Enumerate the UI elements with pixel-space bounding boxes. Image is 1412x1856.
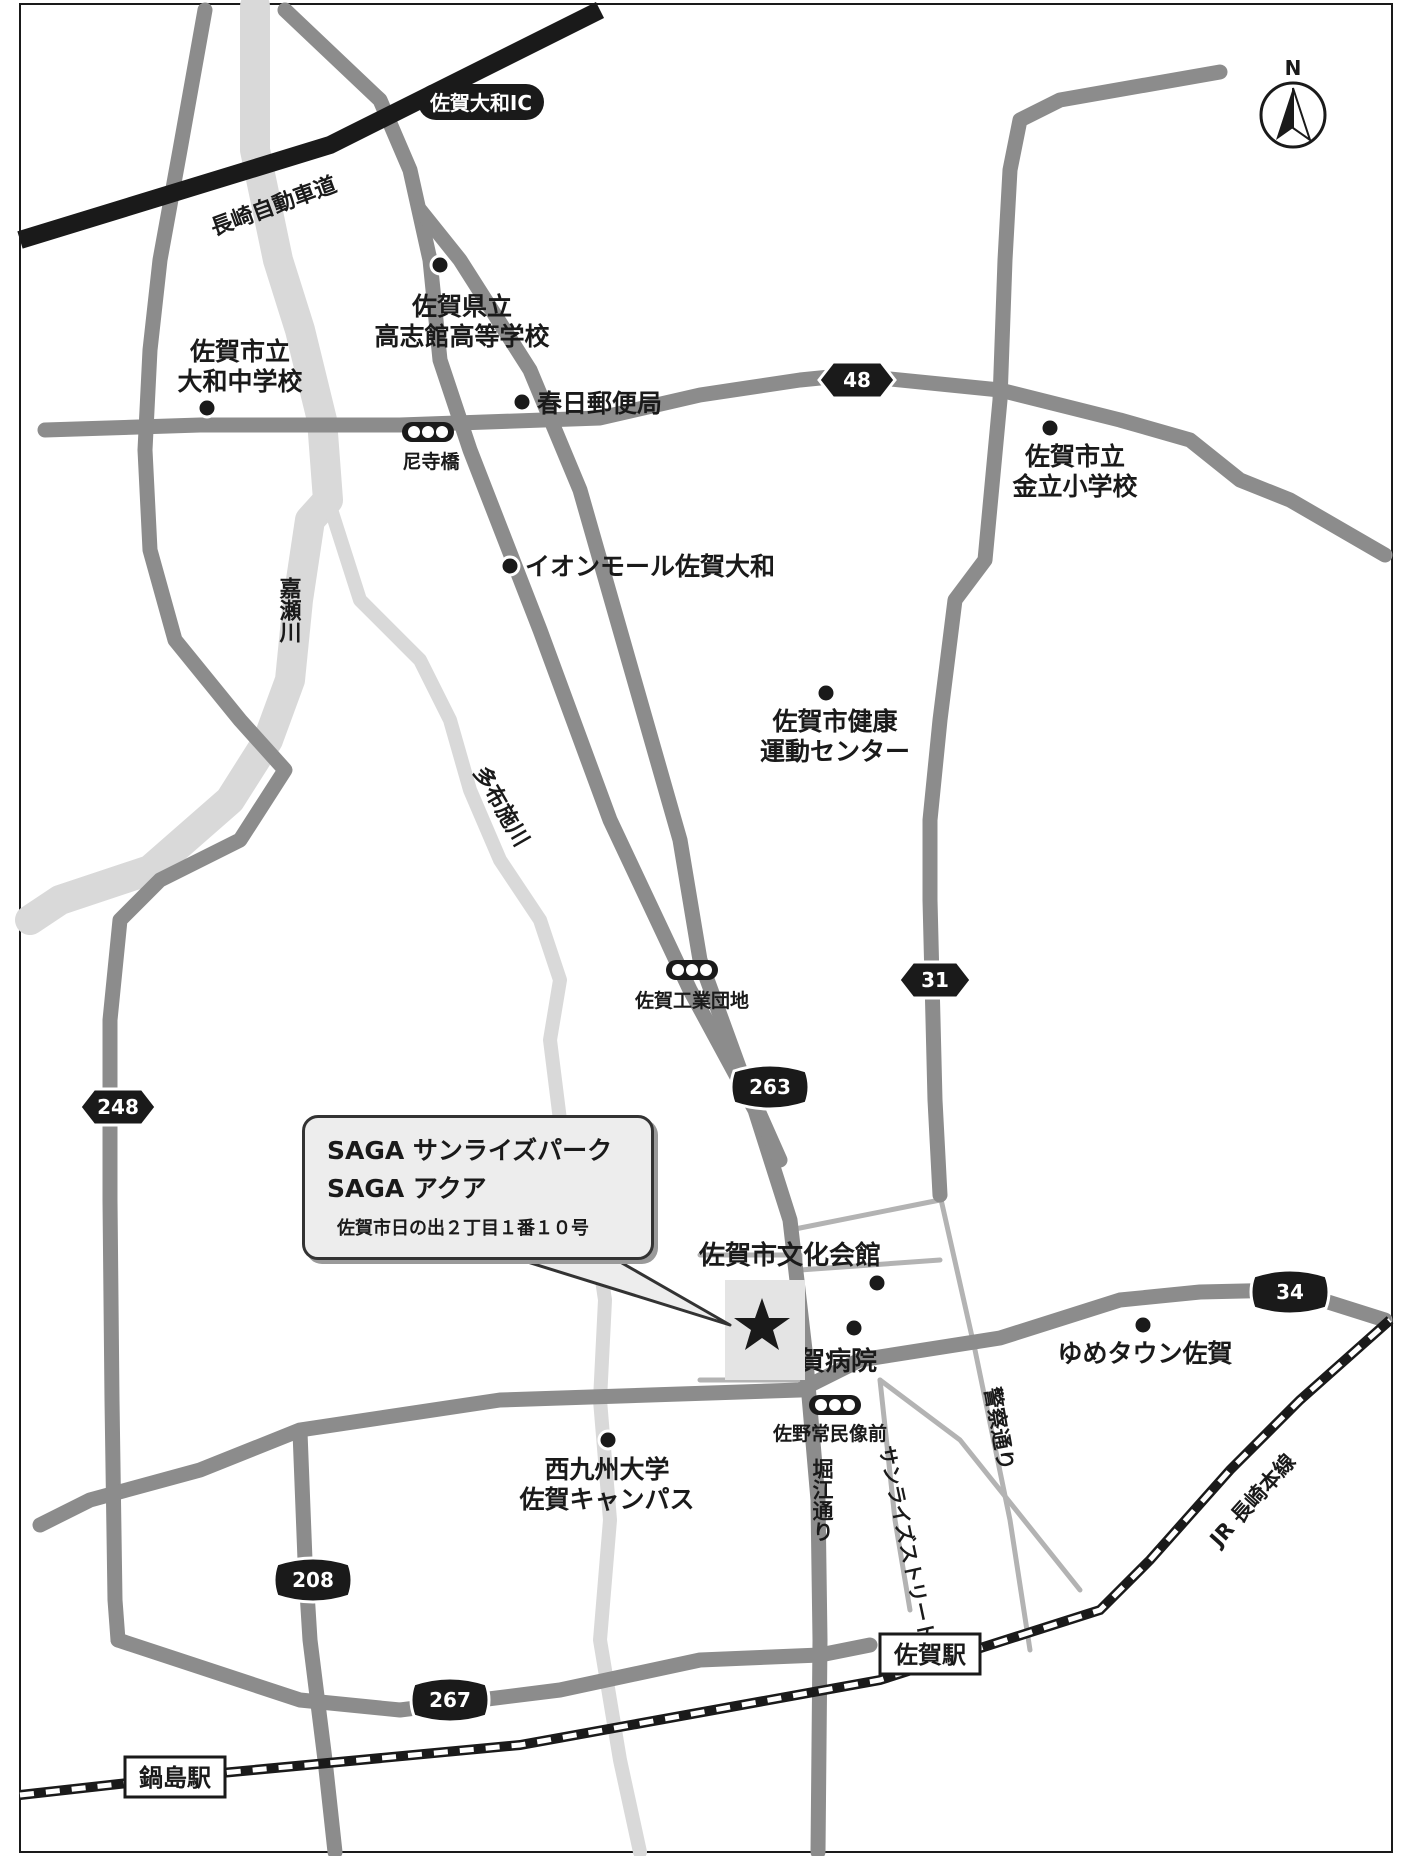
poi-dot <box>196 397 218 419</box>
river-kase-label: 嘉瀬川 <box>276 577 303 643</box>
poi-nishikyushu-univ-line2: 佐賀キャンパス <box>518 1485 694 1514</box>
tafuse-river <box>321 493 647 1856</box>
railway-jr-nagasaki-line <box>19 1316 1394 1800</box>
signal-kogyo-danchi: 佐賀工業団地 <box>634 989 749 1012</box>
destination-star-icon <box>734 1298 790 1350</box>
route-badge-31: 31 <box>897 960 973 1000</box>
interchange-label: 佐賀大和IC <box>429 91 532 115</box>
route-badge-263: 263 <box>729 1063 811 1111</box>
route-badge-208: 208 <box>272 1556 354 1604</box>
poi-koshikan: 佐賀県立高志館高等学校 <box>374 292 550 351</box>
poi-nishikyushu-univ: 西九州大学佐賀キャンパス <box>518 1455 694 1514</box>
poi-dot <box>866 1272 888 1294</box>
poi-health-center-line1: 佐賀市健康 <box>771 707 898 736</box>
signal-amaderabashi: 尼寺橋 <box>402 450 460 473</box>
poi-yamato-jhs: 佐賀市立大和中学校 <box>177 337 303 396</box>
poi-youme-town: ゆめタウン佐賀 <box>1057 1339 1232 1368</box>
poi-kanatate-es-line2: 金立小学校 <box>1011 472 1138 501</box>
poi-kasuga-post: 春日郵便局 <box>537 389 662 418</box>
north-compass: N <box>1259 56 1327 149</box>
poi-nishikyushu-univ-line1: 西九州大学 <box>544 1455 669 1484</box>
poi-dot <box>597 1429 619 1451</box>
station-nabeshima-label: 鍋島駅 <box>139 1764 211 1792</box>
svg-text:48: 48 <box>843 368 871 392</box>
poi-health-center: 佐賀市健康運動センター <box>760 707 910 766</box>
callout-address: 佐賀市日の出２丁目１番１０号 <box>337 1218 589 1239</box>
rivers <box>15 0 647 1856</box>
callout-line2: SAGA アクア <box>327 1174 487 1203</box>
traffic-signal-icon <box>809 1395 861 1415</box>
map-frame <box>19 3 1393 1853</box>
poi-yamato-jhs-line1: 佐賀市立 <box>189 337 290 366</box>
svg-text:263: 263 <box>749 1075 791 1099</box>
poi-dot <box>499 555 521 577</box>
callout-line1: SAGA サンライズパーク <box>327 1136 613 1165</box>
route-267 <box>110 1632 878 1718</box>
road-central <box>412 202 788 1168</box>
traffic-signal-icon <box>402 422 454 442</box>
route-badge-34: 34 <box>1249 1268 1331 1316</box>
svg-text:248: 248 <box>97 1095 139 1119</box>
poi-dot <box>1039 417 1061 439</box>
road-main-ew <box>32 1352 868 1533</box>
sunrise-street <box>877 1377 913 1613</box>
poi-aeon: イオンモール佐賀大和 <box>525 552 775 581</box>
street-horie-label: 堀江通り <box>810 1458 834 1542</box>
interchange-badge: 佐賀大和IC <box>418 84 544 120</box>
road-west-north <box>277 2 828 1856</box>
route-31 <box>922 64 1228 1203</box>
route-badge-48: 48 <box>817 360 897 400</box>
compass-label: N <box>1285 56 1302 80</box>
svg-text:208: 208 <box>292 1568 334 1592</box>
route-badge-267: 267 <box>409 1676 491 1724</box>
kase-river <box>15 0 343 935</box>
keisatsu-street <box>937 1192 1033 1653</box>
poi-culture-hall: 佐賀市文化会館 <box>698 1240 881 1271</box>
poi-koshikan-line2: 高志館高等学校 <box>374 322 550 351</box>
destination-callout: SAGA サンライズパーク SAGA アクア 佐賀市日の出２丁目１番１０号 <box>302 1115 654 1260</box>
poi-dot <box>429 254 451 276</box>
station-saga: 佐賀駅 <box>878 1632 982 1676</box>
poi-dot <box>815 682 837 704</box>
route-badge-248: 248 <box>78 1087 158 1127</box>
station-nabeshima: 鍋島駅 <box>123 1755 227 1799</box>
poi-dot <box>843 1317 865 1339</box>
traffic-signal-icon <box>666 960 718 980</box>
svg-text:34: 34 <box>1276 1280 1304 1304</box>
poi-dot <box>511 391 533 413</box>
route-248 <box>102 2 293 1648</box>
poi-health-center-line2: 運動センター <box>760 737 910 766</box>
signal-sano-tsunetami: 佐野常民像前 <box>772 1422 887 1445</box>
poi-kanatate-es: 佐賀市立金立小学校 <box>1011 442 1138 501</box>
route-208 <box>292 1424 343 1856</box>
svg-text:31: 31 <box>921 968 949 992</box>
poi-dot <box>1132 1314 1154 1336</box>
poi-koshikan-line1: 佐賀県立 <box>411 292 512 321</box>
poi-yamato-jhs-line2: 大和中学校 <box>177 367 303 396</box>
station-saga-label: 佐賀駅 <box>893 1641 966 1669</box>
poi-kanatate-es-line1: 佐賀市立 <box>1024 442 1125 471</box>
nagasaki-expressway <box>17 1 605 249</box>
svg-text:267: 267 <box>429 1688 471 1712</box>
